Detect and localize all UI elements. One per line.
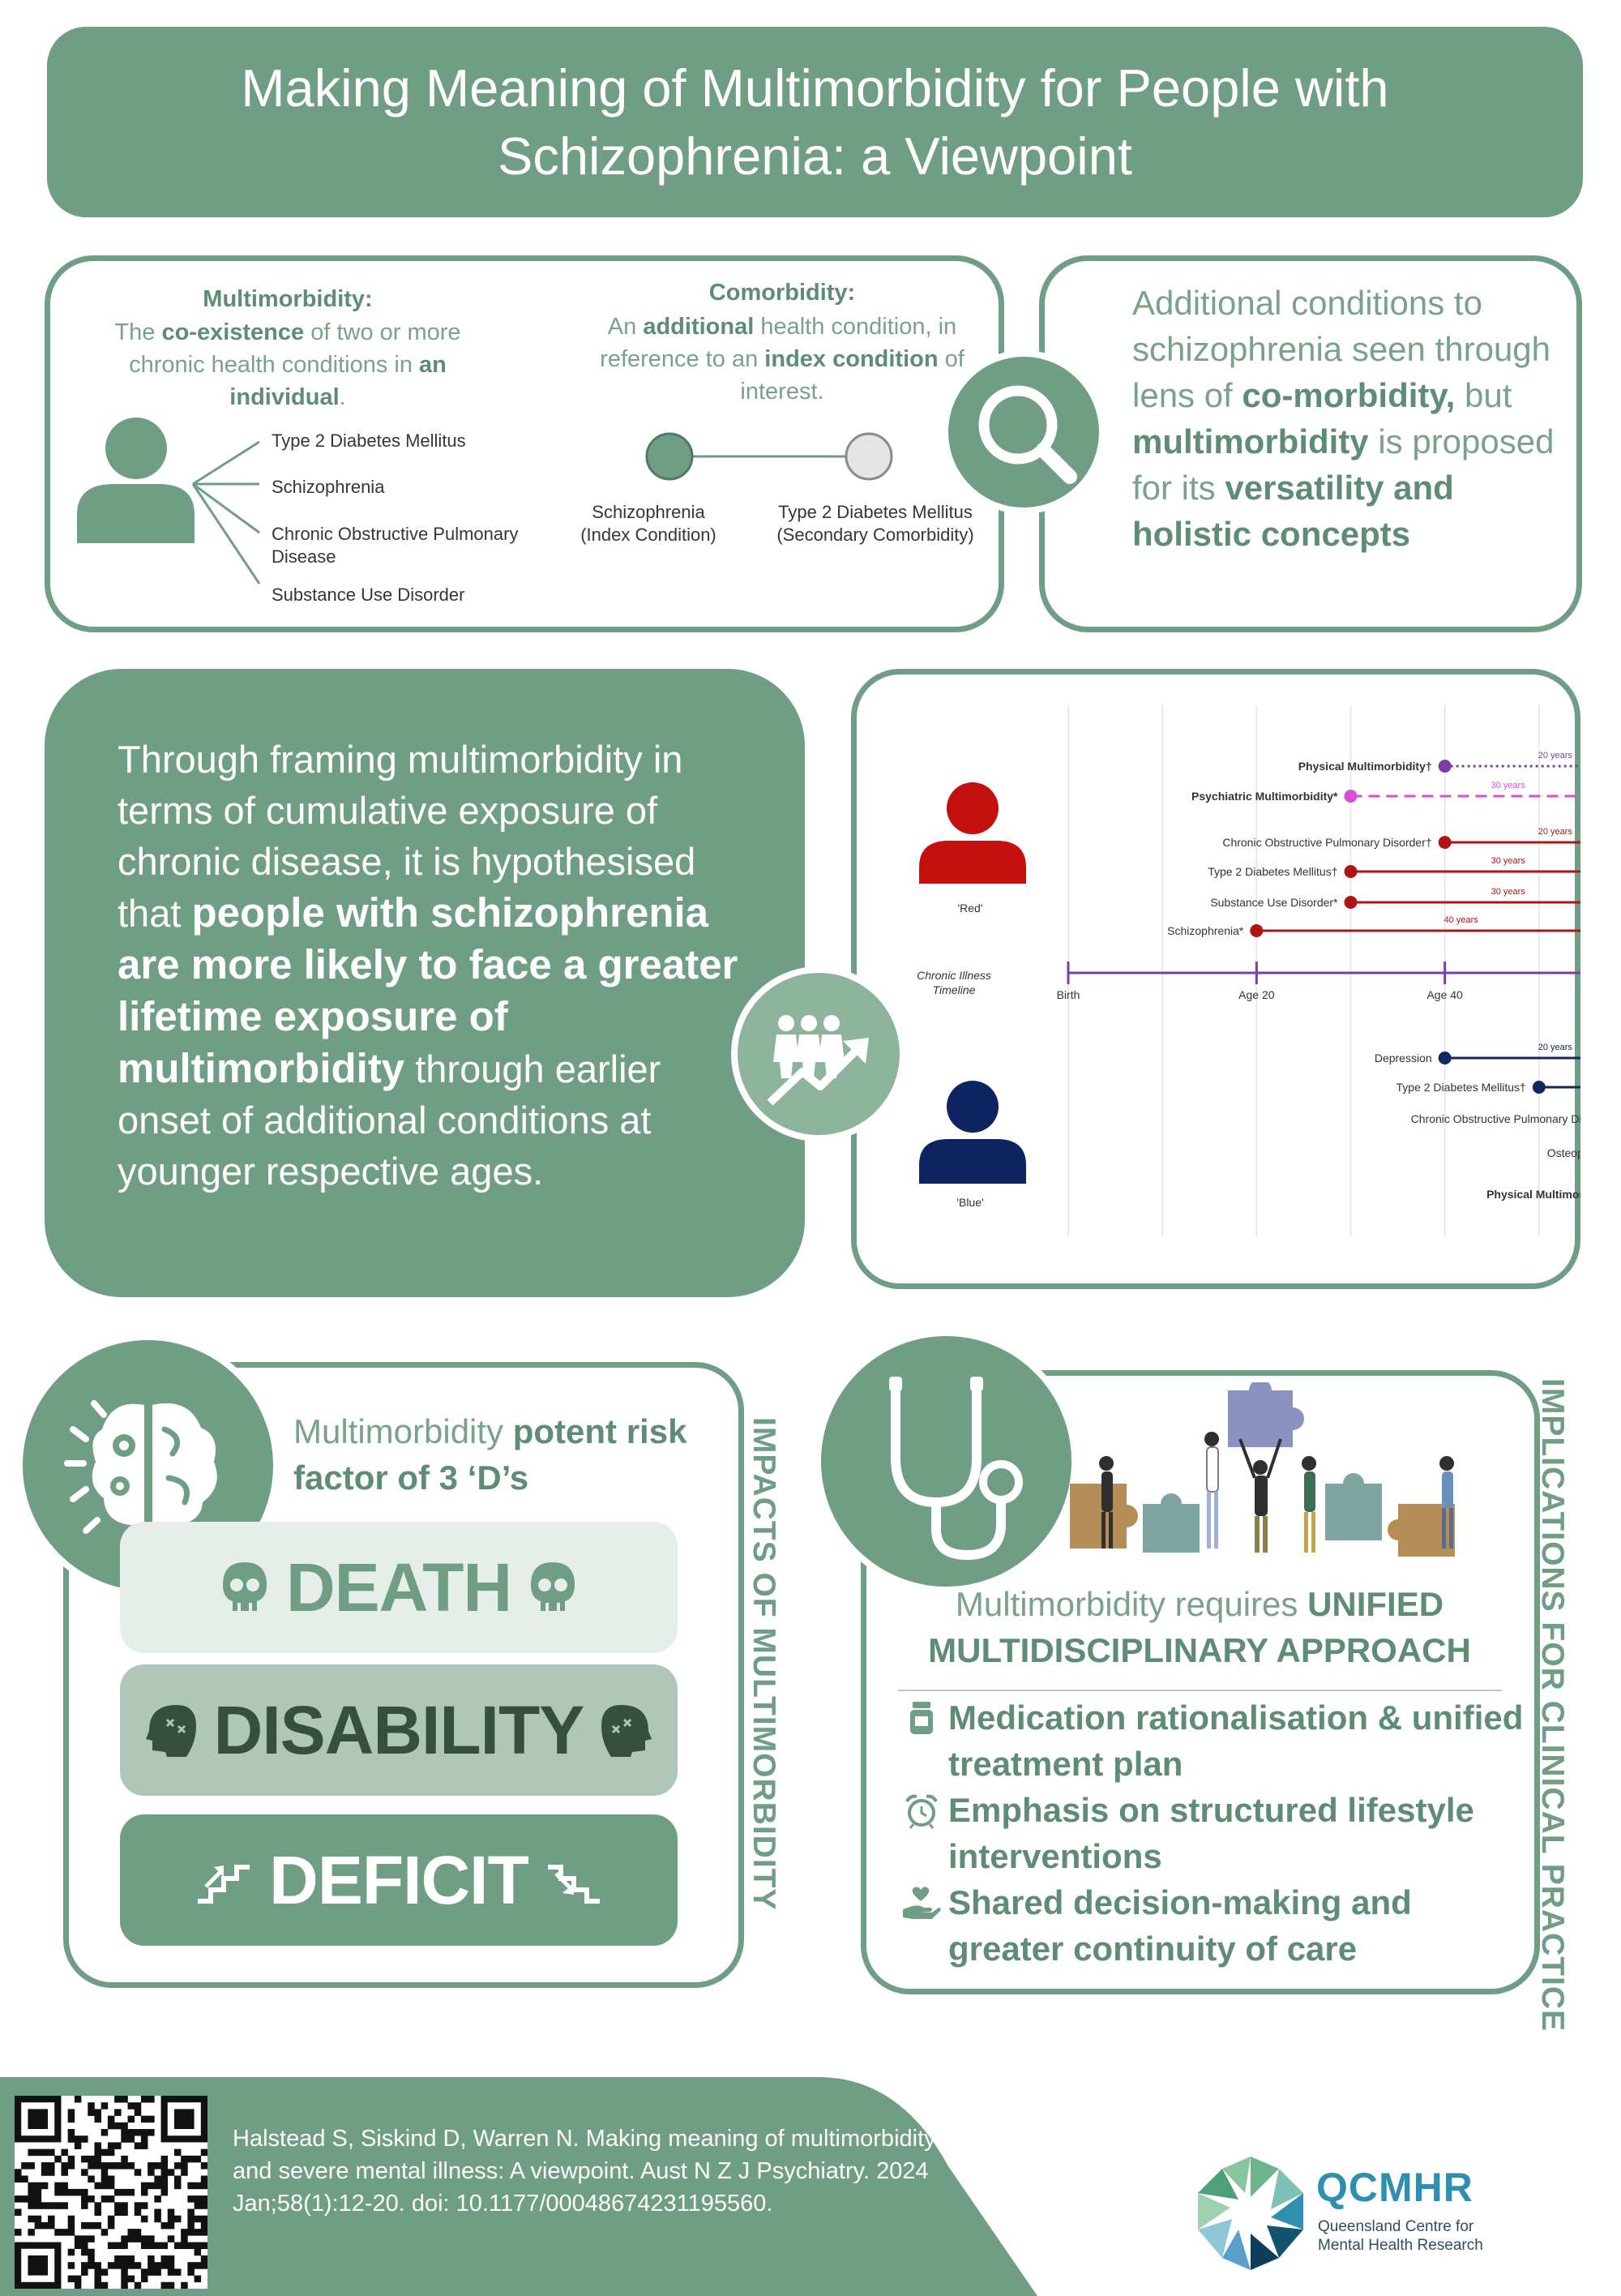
condition-item: Chronic Obstructive Pulmonary Disease — [272, 524, 519, 567]
duration-label: 40 years — [1444, 915, 1479, 925]
condition-item: Type 2 Diabetes Mellitus — [272, 430, 466, 451]
multimorbidity-heading: Multimorbidity: — [203, 286, 373, 312]
definitions-panel — [45, 255, 1004, 632]
duration-label: 20 years — [1538, 1043, 1573, 1052]
deficit-label: DEFICIT — [269, 1841, 529, 1918]
multimorbidity-definition: The co-existence of two or more chronic … — [114, 319, 461, 410]
death-box: DEATH — [120, 1522, 678, 1653]
skull-icon — [531, 1562, 575, 1611]
condition-label: Osteoporosis† — [1547, 1146, 1580, 1159]
title-banner: Making Meaning of Multimorbidity for Peo… — [47, 27, 1583, 217]
injured-head-icon — [601, 1705, 652, 1757]
duration-label: 30 years — [1491, 887, 1526, 897]
duration-label: 30 years — [1491, 856, 1526, 866]
impacts-vertical-title: IMPACTS OF MULTIMORBIDITY — [746, 1417, 781, 1911]
index-condition-node — [645, 432, 694, 481]
condition-label: Substance Use Disorder* — [1210, 896, 1338, 909]
onset-point — [1344, 865, 1358, 878]
axis-label: Timeline — [933, 983, 976, 996]
condition-label: Psychiatric Multimorbidity* — [1191, 790, 1338, 803]
onset-point — [1344, 790, 1358, 803]
stethoscope-icon — [889, 1377, 1023, 1561]
secondary-comorbidity-label: Type 2 Diabetes Mellitus(Secondary Comor… — [776, 502, 974, 545]
caring-hand-icon — [903, 1886, 941, 1919]
puzzle-team-illustration — [1070, 1382, 1455, 1557]
axis-tick-label: Age 20 — [1238, 988, 1275, 1001]
alarm-clock-icon — [905, 1794, 938, 1829]
lens-panel — [1039, 255, 1582, 632]
blue-person-label: 'Blue' — [956, 1196, 983, 1209]
duration-label: 20 years — [1538, 827, 1573, 837]
hypothesis-text: Through framing multimorbidity in terms … — [118, 738, 738, 1193]
stairs-down-icon — [547, 1865, 600, 1904]
implication-item: Medication rationalisation & unified tre… — [901, 1694, 1525, 1787]
divider — [898, 1690, 1502, 1691]
onset-point — [1250, 924, 1264, 937]
people-growth-icon — [767, 1015, 869, 1106]
condition-label: Chronic Obstructive Pulmonary Disorder† — [1411, 1112, 1580, 1125]
condition-label: Type 2 Diabetes Mellitus† — [1396, 1081, 1526, 1094]
axis-tick-label: Birth — [1057, 988, 1080, 1001]
secondary-comorbidity-node — [845, 432, 893, 481]
disability-box: DISABILITY — [120, 1664, 678, 1796]
onset-point — [1438, 836, 1452, 849]
brain-gears-icon — [64, 1400, 217, 1534]
duration-label: 30 years — [1491, 781, 1526, 790]
qr-code-icon — [15, 2096, 208, 2290]
condition-label: Chronic Obstructive Pulmonary Disorder† — [1222, 836, 1431, 849]
person-icon — [77, 418, 261, 585]
onset-point — [1532, 1081, 1546, 1094]
logo-name: QCMHR — [1316, 2165, 1473, 2210]
axis-label: Chronic Illness — [917, 969, 991, 982]
comorbidity-heading: Comorbidity: — [708, 280, 856, 306]
condition-item: Schizophrenia — [272, 477, 385, 497]
lens-text: Additional conditions to schizophrenia s… — [1132, 284, 1555, 553]
disability-label: DISABILITY — [213, 1691, 585, 1768]
risk-factor-heading: Multimorbidity potent risk factor of 3 ‘… — [293, 1412, 687, 1497]
implication-item: Emphasis on structured lifestyle interve… — [901, 1787, 1525, 1879]
onset-point — [1438, 1052, 1452, 1064]
condition-item: Substance Use Disorder — [272, 585, 465, 605]
footer-banner — [0, 2077, 1037, 2296]
comorbidity-definition: An additional health condition, in refer… — [600, 314, 964, 405]
hypothesis-panel — [45, 669, 805, 1297]
implications-vertical-title: IMPLICATIONS FOR CLINICAL PRACTICE — [1535, 1378, 1570, 2033]
deficit-box: DEFICIT — [120, 1814, 678, 1946]
injured-head-icon — [145, 1705, 196, 1757]
condition-label: Physical Multimorbidity† — [1298, 760, 1432, 773]
condition-label: Physical Multimorbidity† — [1486, 1188, 1580, 1201]
condition-label: Depression — [1375, 1052, 1432, 1064]
stethoscope-circle — [815, 1330, 1078, 1593]
onset-point — [1344, 896, 1358, 909]
duration-label: 20 years — [1538, 751, 1573, 760]
skull-icon — [222, 1562, 267, 1611]
chronic-illness-timeline: 'Red' 'Blue' Chronic Illness Timeline Bi… — [917, 705, 1580, 1236]
timeline-panel — [851, 669, 1580, 1289]
implications-heading: Multimorbidity requires UNIFIED MULTIDIS… — [928, 1585, 1471, 1669]
people-growth-circle — [731, 966, 906, 1142]
search-circle — [942, 350, 1106, 514]
death-label: DEATH — [285, 1549, 512, 1626]
implication-item: Shared decision-making and greater conti… — [901, 1879, 1525, 1972]
red-person-label: 'Red' — [957, 902, 982, 915]
blue-person-icon — [919, 1081, 1026, 1184]
condition-label: Type 2 Diabetes Mellitus† — [1208, 865, 1337, 878]
citation-text: Halstead S, Siskind D, Warren N. Making … — [233, 2126, 936, 2217]
onset-point — [1438, 760, 1452, 773]
comorbidity-link-diagram — [645, 432, 893, 481]
index-condition-label: Schizophrenia(Index Condition) — [580, 502, 716, 545]
stairs-up-icon — [198, 1865, 250, 1904]
medication-icon — [910, 1701, 933, 1734]
red-person-icon — [919, 782, 1026, 884]
qr-code[interactable] — [15, 2096, 208, 2290]
qcmhr-hexagon-icon — [1198, 2157, 1303, 2270]
axis-tick-label: Age 40 — [1426, 988, 1463, 1001]
magnifying-glass-icon — [978, 385, 1077, 484]
condition-label: Schizophrenia* — [1167, 924, 1244, 937]
page-title: Making Meaning of Multimorbidity for Peo… — [241, 58, 1389, 186]
